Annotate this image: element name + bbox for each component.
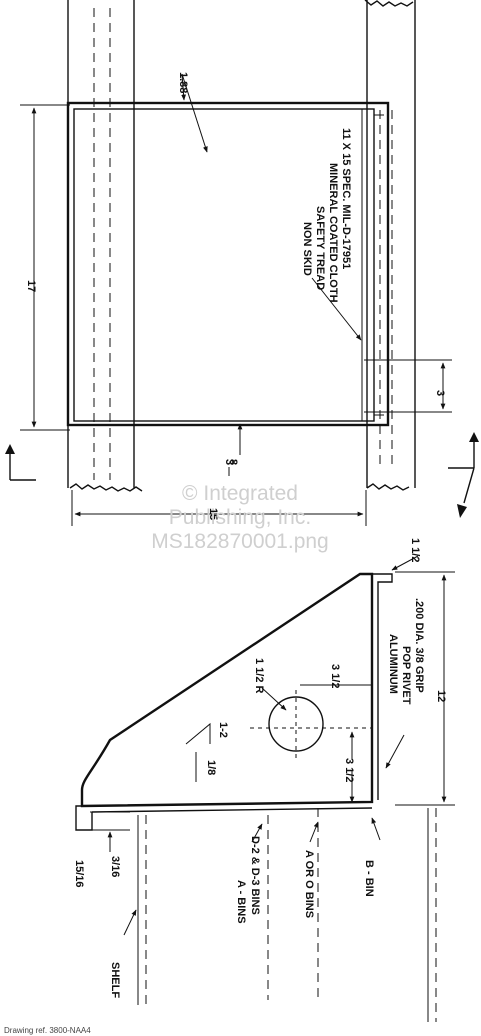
shelf-leader [123, 909, 137, 936]
dim-188: 1.88 [177, 72, 189, 93]
tread-label-2: SAFETY TREAD [314, 206, 326, 290]
label-ao-bins: A OR O BINS [303, 850, 315, 918]
tread-flange [361, 109, 384, 421]
left-rail-outline [67, 0, 143, 492]
dim-312-lower: 3 1/2 [343, 758, 355, 782]
bins-leader-ao [309, 821, 319, 843]
side-view: 12 1 1/2 3 1/2 3 1/2 1 1/2 R 1/8 1-2 15/… [73, 538, 455, 1022]
bracket-bottom-rail [91, 807, 373, 813]
dim-15-extension [71, 490, 367, 526]
label-b-bin: B - BIN [363, 860, 375, 897]
section-arrow-right [448, 440, 475, 504]
dim-112-arrow [391, 555, 419, 571]
section-arrow-left-head [5, 444, 15, 454]
dim-3: 3 [434, 390, 446, 396]
lightening-hole [268, 696, 324, 752]
weld-spacing: 1-2 [217, 722, 229, 738]
section-arrow-right-diag-head [457, 504, 467, 518]
dim-1516-marks [90, 811, 130, 831]
section-arrow-left [9, 452, 36, 481]
right-rail-outline [364, 0, 416, 491]
weld-symbol [185, 722, 211, 782]
section-arrow-right-head [469, 432, 479, 442]
dim-112: 1 1/2 [409, 538, 421, 562]
label-shelf: SHELF [109, 962, 121, 998]
dim-3-extension [364, 359, 452, 413]
rivet-note-3: .200 DIA. 3/8 GRIP [413, 598, 425, 693]
watermark-line-1: © Integrated [182, 482, 298, 505]
watermark: © Integrated Publishing, Inc. MS18287000… [151, 482, 329, 553]
tread-plate [66, 101, 390, 427]
dim-17: 17 [25, 280, 37, 292]
leader-188-b [181, 73, 186, 101]
dim-312-upper: 3 1/2 [329, 664, 341, 688]
tread-plate-inner [73, 108, 375, 422]
rivet-note-2: POP RIVET [400, 646, 412, 705]
dim-1516: 15/16 [73, 860, 85, 888]
leader-tread [311, 277, 362, 341]
rivet-note-1: ALUMINUM [387, 634, 399, 694]
top-view: 1.88 17 3 15 3 8 NON SKID SAFETY TREAD M… [5, 0, 479, 526]
dim-38-den: 8 [227, 459, 239, 465]
bracket-lip [75, 805, 93, 831]
bracket-flange [372, 573, 393, 800]
dim-17-extension [20, 104, 70, 431]
watermark-line-3: MS182870001.png [151, 530, 329, 553]
bins-leader-b [371, 817, 381, 841]
leader-188 [181, 73, 208, 153]
dim-12-extension [395, 571, 455, 806]
rivet-leader [385, 734, 405, 769]
dim-38-num: 3 [223, 459, 235, 465]
tread-label-4: 11 X 15 SPEC. MIL-D-17951 [340, 128, 352, 269]
weld-size: 1/8 [205, 760, 217, 775]
label-d-bins: D-2 & D-3 BINS [249, 836, 261, 915]
dim-12: 12 [435, 690, 447, 702]
bins-leader-a [251, 823, 263, 843]
radius-leader [261, 687, 287, 711]
dim-15: 15 [207, 508, 219, 520]
dim-316: 3/16 [109, 856, 121, 877]
drawing-reference: Drawing ref. 3800-NAA4 [4, 1026, 91, 1035]
watermark-line-2: Publishing, Inc. [169, 506, 311, 529]
dim-radius: 1 1/2 R [253, 658, 265, 694]
tread-label-3: MINERAL COATED CLOTH [327, 163, 339, 303]
label-a-bins: A - BINS [235, 880, 247, 924]
bracket-profile [80, 572, 374, 808]
tread-label-1: NON SKID [301, 222, 313, 276]
